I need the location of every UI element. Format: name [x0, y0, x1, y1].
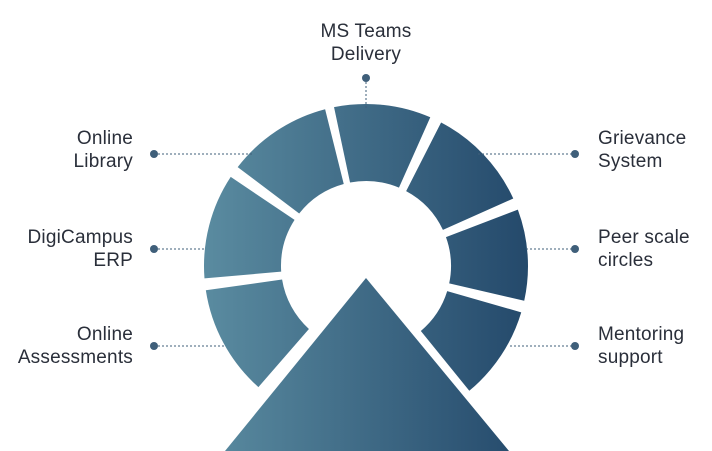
- leader-peer-scale-dot: [571, 245, 579, 253]
- center-triangle: [225, 278, 509, 451]
- leader-online-library-dot: [150, 150, 158, 158]
- ring-segment-online-library: [237, 109, 344, 214]
- leader-ms-teams-dot: [362, 74, 370, 82]
- ring-segments: [204, 104, 528, 391]
- label-peer-scale-circles: Peer scale circles: [598, 227, 690, 271]
- ring-segment-mentoring-support: [420, 291, 522, 391]
- ring-segment-online-assessments: [205, 279, 309, 388]
- label-digicampus-erp: DigiCampus ERP: [27, 227, 133, 271]
- leader-mentoring-dot: [571, 342, 579, 350]
- label-grievance-system: Grievance System: [598, 128, 687, 172]
- leader-lines: [150, 74, 579, 350]
- ring-segment-digicampus-erp: [204, 176, 295, 279]
- leader-online-assessments-dot: [150, 342, 158, 350]
- leader-digicampus-dot: [150, 245, 158, 253]
- label-online-library: Online Library: [73, 128, 133, 172]
- label-online-assessments: Online Assessments: [17, 324, 133, 368]
- ring-segment-peer-scale-circles: [445, 209, 528, 301]
- ring-segment-ms-teams-delivery: [334, 104, 431, 188]
- label-mentoring-support: Mentoring support: [598, 324, 685, 368]
- leader-grievance-dot: [571, 150, 579, 158]
- ring-segment-grievance-system: [406, 122, 514, 230]
- label-ms-teams-delivery: MS Teams Delivery: [320, 21, 412, 65]
